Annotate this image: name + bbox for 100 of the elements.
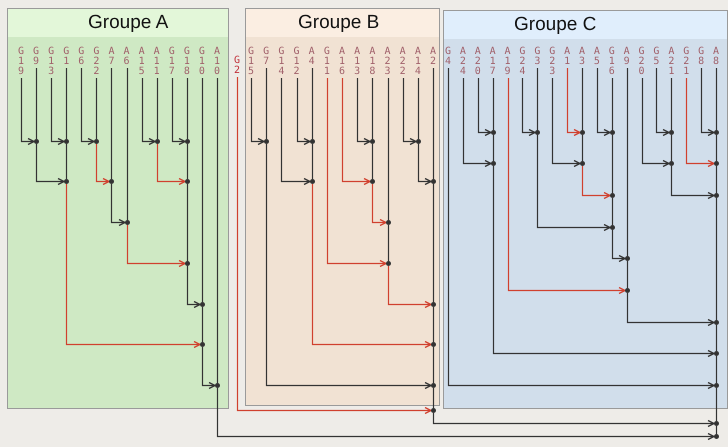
arrow	[142, 78, 156, 146]
leaf-label: G1	[62, 47, 71, 67]
leaf-label: G23	[548, 47, 557, 77]
arrow	[172, 78, 186, 146]
group-title: Groupe B	[298, 12, 380, 34]
connector-line	[626, 68, 628, 256]
leaf-label: G12	[292, 47, 301, 77]
connector-line	[312, 144, 314, 179]
junction-dot	[200, 302, 205, 307]
junction-dot	[125, 220, 130, 225]
arrow	[296, 78, 311, 146]
arrow	[356, 78, 371, 146]
leaf-label: G7	[262, 47, 271, 67]
leaf-label: A21	[666, 47, 676, 77]
arrow	[216, 388, 715, 440]
junction-dot	[431, 408, 436, 413]
leaf-label: G5	[652, 47, 661, 67]
connector-line	[202, 307, 204, 342]
connector-line	[536, 68, 538, 130]
arrow	[20, 78, 35, 146]
leaf-label: G11	[322, 47, 332, 77]
junction-dot	[94, 139, 99, 144]
leaf-label: A13	[352, 47, 362, 77]
connector-line	[432, 68, 434, 179]
arrow	[462, 78, 492, 168]
leaf-label: A19	[503, 47, 512, 77]
leaf-label: A23	[383, 47, 392, 77]
arrow	[202, 347, 216, 390]
junction-dot	[610, 225, 615, 230]
connector-line	[432, 307, 434, 342]
group-panel	[245, 8, 440, 406]
junction-dot	[714, 351, 719, 356]
arrow	[342, 78, 371, 186]
group-panel	[7, 8, 229, 409]
connector-line	[612, 198, 614, 225]
connector-line	[716, 198, 718, 320]
junction-dot	[714, 434, 719, 439]
junction-dot	[580, 161, 585, 166]
arrow	[312, 184, 432, 348]
junction-dot	[155, 139, 160, 144]
junction-dot	[714, 161, 719, 166]
junction-dot	[370, 139, 375, 144]
connector-line	[432, 347, 434, 383]
connector-line	[716, 356, 718, 383]
junction-dot	[310, 179, 315, 184]
leaf-label: G19	[16, 47, 26, 77]
connector-line	[582, 68, 584, 130]
junction-dot	[34, 139, 39, 144]
connector-line	[36, 68, 38, 139]
connector-line	[716, 166, 718, 193]
connector-line	[432, 184, 434, 302]
arrow	[50, 78, 65, 146]
connector-line	[266, 68, 268, 139]
leaf-label: A3	[578, 47, 586, 67]
connector-line	[186, 184, 188, 261]
leaf-label: G15	[246, 47, 256, 77]
connector-line	[372, 144, 374, 179]
leaf-label: A10	[212, 47, 222, 77]
connector-line	[388, 78, 390, 220]
connector-line	[716, 426, 718, 434]
leaf-label: A17	[488, 47, 498, 77]
junction-dot	[714, 320, 719, 325]
arrow	[596, 68, 611, 136]
connector-line	[418, 78, 420, 139]
leaf-label: G2	[232, 56, 242, 76]
arrow	[418, 144, 432, 186]
connector-line	[716, 388, 718, 421]
leaf-label: A18	[368, 47, 377, 77]
junction-dot	[109, 179, 114, 184]
junction-dot	[64, 139, 69, 144]
leaf-label: A24	[458, 47, 468, 77]
arrow	[156, 144, 186, 186]
arrow	[522, 78, 536, 136]
connector-line	[612, 135, 614, 193]
arrow	[110, 184, 126, 226]
connector-line	[96, 78, 98, 139]
connector-line	[716, 135, 718, 161]
leaf-label: A11	[152, 47, 162, 77]
arrow	[478, 78, 492, 136]
junction-dot	[200, 342, 205, 347]
leaf-label: G20	[637, 47, 646, 77]
arrow	[432, 413, 715, 428]
arrow	[582, 166, 611, 200]
junction-dot	[185, 179, 190, 184]
connector-line	[372, 78, 374, 139]
junction-dot	[491, 161, 496, 166]
junction-dot	[370, 179, 375, 184]
arrow	[492, 166, 715, 358]
arrow	[326, 78, 387, 268]
junction-dot	[431, 342, 436, 347]
junction-dot	[431, 302, 436, 307]
arrow	[372, 184, 387, 226]
leaf-label: G9	[32, 47, 41, 67]
junction-dot	[669, 161, 674, 166]
arrow	[388, 266, 432, 308]
junction-dot	[714, 421, 719, 426]
leaf-label: G14	[276, 47, 286, 77]
group-panel	[443, 10, 728, 409]
arrow	[448, 68, 715, 390]
arrow	[236, 77, 432, 414]
